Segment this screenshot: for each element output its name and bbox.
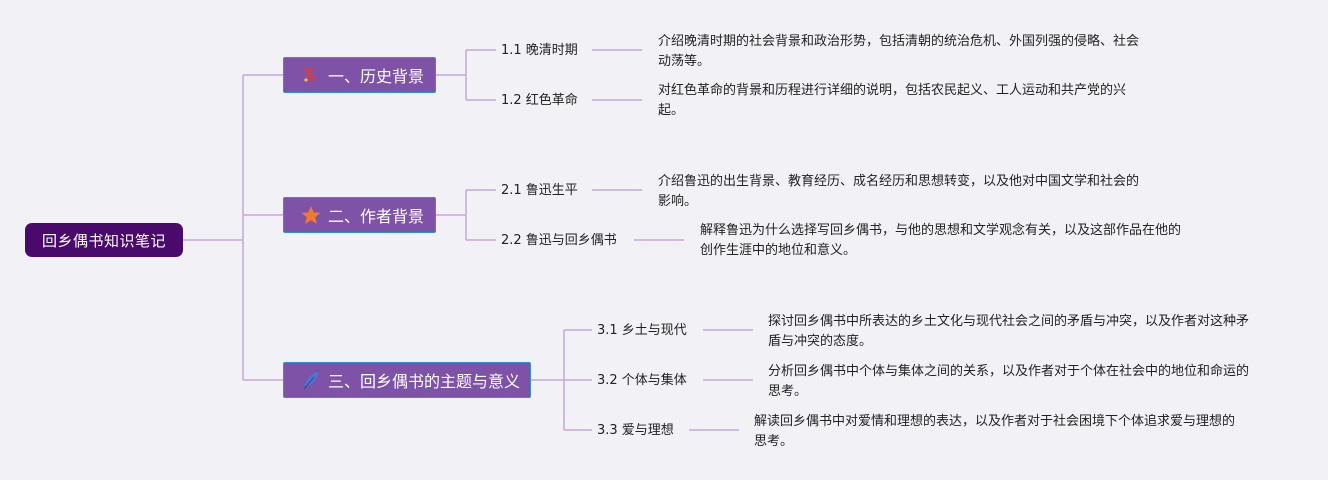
feather-icon (300, 369, 322, 391)
desc-text: 探讨回乡偶书中所表达的乡土文化与现代社会之间的矛盾与冲突，以及作者对这种矛盾与冲… (768, 314, 1250, 349)
desc-text: 介绍晚清时期的社会背景和政治形势，包括清朝的统治危机、外国列强的侵略、社会动荡等… (658, 34, 1140, 69)
leaf-label: 2.1 鲁迅生平 (501, 183, 578, 198)
leaf-label: 1.2 红色革命 (501, 93, 578, 108)
leaf-label: 1.1 晚清时期 (501, 43, 578, 58)
star-icon (300, 204, 322, 226)
desc-rural-modern: 探讨回乡偶书中所表达的乡土文化与现代社会之间的矛盾与冲突，以及作者对这种矛盾与冲… (768, 312, 1260, 352)
desc-late-qing: 介绍晚清时期的社会背景和政治形势，包括清朝的统治危机、外国列强的侵略、社会动荡等… (658, 32, 1150, 72)
leaf-late-qing[interactable]: 1.1 晚清时期 (501, 42, 578, 60)
desc-luxun-life: 介绍鲁迅的出生背景、教育经历、成名经历和思想转变，以及他对中国文学和社会的影响。 (658, 172, 1150, 212)
root-node[interactable]: 回乡偶书知识笔记 (25, 223, 183, 257)
hammer-sickle-icon (300, 64, 322, 86)
desc-luxun-book: 解释鲁迅为什么选择写回乡偶书，与他的思想和文学观念有关，以及这部作品在他的创作生… (700, 221, 1192, 261)
leaf-label: 3.3 爱与理想 (597, 423, 674, 438)
desc-love-ideal: 解读回乡偶书中对爱情和理想的表达，以及作者对于社会困境下个体追求爱与理想的思考。 (754, 412, 1246, 452)
desc-red-revolution: 对红色革命的背景和历程进行详细的说明，包括农民起义、工人运动和共产党的兴起。 (658, 81, 1150, 121)
desc-text: 分析回乡偶书中个体与集体之间的关系，以及作者对于个体在社会中的地位和命运的思考。 (768, 364, 1250, 399)
branch-author[interactable]: 二、作者背景 (283, 197, 436, 233)
branch-history[interactable]: 一、历史背景 (283, 57, 436, 93)
desc-text: 对红色革命的背景和历程进行详细的说明，包括农民起义、工人运动和共产党的兴起。 (658, 83, 1127, 118)
leaf-label: 3.2 个体与集体 (597, 373, 687, 388)
leaf-label: 3.1 乡土与现代 (597, 323, 687, 338)
desc-text: 解释鲁迅为什么选择写回乡偶书，与他的思想和文学观念有关，以及这部作品在他的创作生… (700, 223, 1182, 258)
desc-text: 介绍鲁迅的出生背景、教育经历、成名经历和思想转变，以及他对中国文学和社会的影响。 (658, 174, 1140, 209)
desc-text: 解读回乡偶书中对爱情和理想的表达，以及作者对于社会困境下个体追求爱与理想的思考。 (754, 414, 1236, 449)
leaf-red-revolution[interactable]: 1.2 红色革命 (501, 92, 578, 110)
desc-individual-collective: 分析回乡偶书中个体与集体之间的关系，以及作者对于个体在社会中的地位和命运的思考。 (768, 362, 1260, 402)
leaf-rural-modern[interactable]: 3.1 乡土与现代 (597, 322, 687, 340)
leaf-label: 2.2 鲁迅与回乡偶书 (501, 233, 617, 248)
root-label: 回乡偶书知识笔记 (41, 231, 166, 250)
branch-history-label: 一、历史背景 (328, 67, 425, 86)
branch-theme-label: 三、回乡偶书的主题与意义 (328, 372, 521, 391)
branch-theme[interactable]: 三、回乡偶书的主题与意义 (283, 362, 531, 398)
leaf-love-ideal[interactable]: 3.3 爱与理想 (597, 422, 674, 440)
branch-author-label: 二、作者背景 (328, 207, 425, 226)
leaf-individual-collective[interactable]: 3.2 个体与集体 (597, 372, 687, 390)
leaf-luxun-life[interactable]: 2.1 鲁迅生平 (501, 182, 578, 200)
leaf-luxun-book[interactable]: 2.2 鲁迅与回乡偶书 (501, 232, 617, 250)
